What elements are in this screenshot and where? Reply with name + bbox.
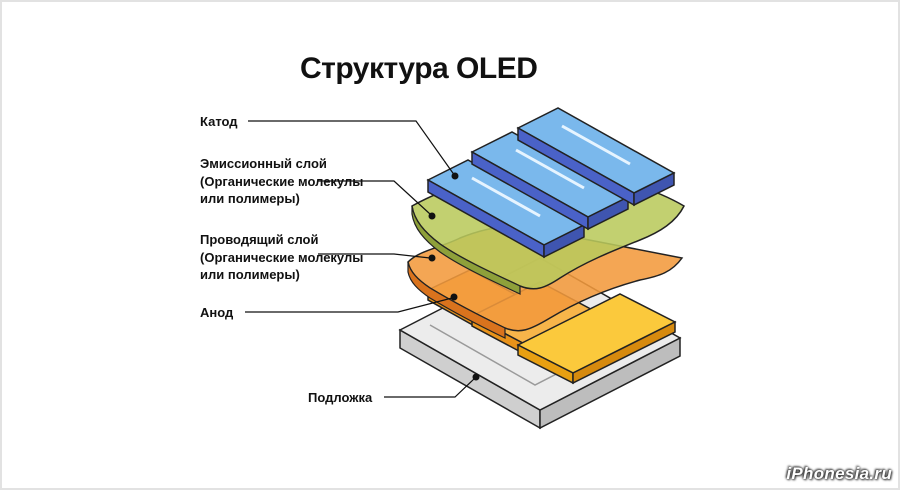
- label-substrate: Подложка: [308, 389, 372, 407]
- label-emissive-line-1: Эмиссионный слой: [200, 156, 327, 171]
- label-emissive-line-2: (Органические молекулы: [200, 173, 364, 189]
- label-emissive-line-3: или полимеры): [200, 191, 300, 206]
- label-emissive: Эмиссионный слой (Органические молекулы …: [200, 155, 363, 208]
- leader-line-cathode: [248, 120, 459, 180]
- label-anode-text: Анод: [200, 305, 234, 320]
- label-substrate-text: Подложка: [308, 390, 373, 405]
- leader-line-conductive: [318, 253, 436, 262]
- label-conductive: Проводящий слой (Органические молекулы и…: [200, 231, 363, 284]
- label-anode: Анод: [200, 304, 233, 322]
- label-conductive-line-3: или полимеры): [200, 267, 300, 282]
- site-watermark: iPhonesia.ru: [786, 464, 892, 483]
- leader-line-substrate: [384, 373, 480, 398]
- leader-line-anode: [245, 293, 458, 313]
- leader-line-emissive: [318, 180, 436, 220]
- label-conductive-line-2: (Органические молекулы: [200, 249, 364, 265]
- label-conductive-line-1: Проводящий слой: [200, 232, 319, 247]
- cathode-layer: [426, 107, 676, 259]
- diagram-title: Структура OLED: [300, 52, 538, 85]
- label-cathode: Катод: [200, 113, 238, 131]
- label-cathode-text: Катод: [200, 114, 238, 129]
